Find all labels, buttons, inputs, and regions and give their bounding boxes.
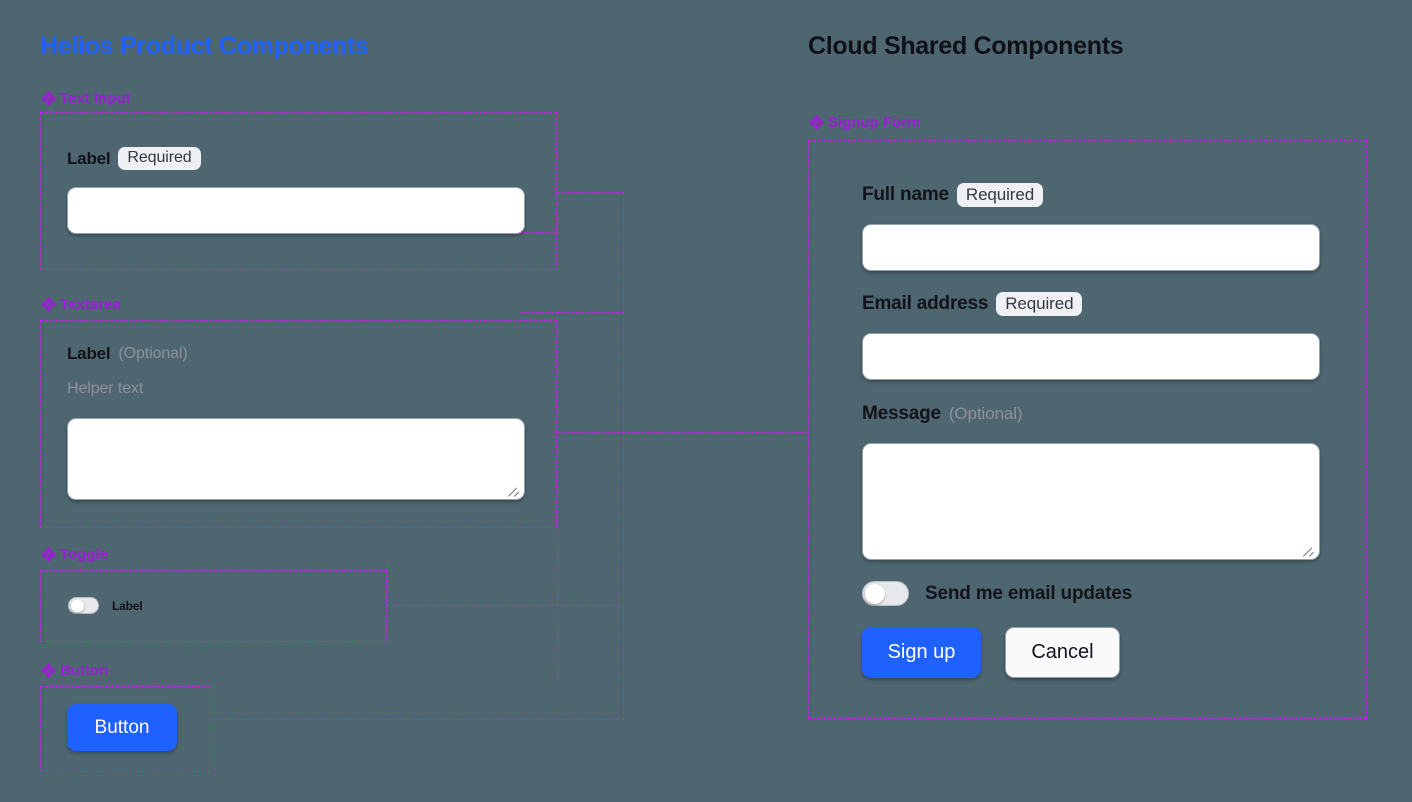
sign-up-button[interactable]: Sign up — [862, 627, 981, 678]
textarea-helper-text: Helper text — [67, 380, 144, 397]
toggle-knob — [70, 599, 84, 612]
email-updates-toggle[interactable]: Send me email updates — [862, 581, 1132, 606]
text-input-label: Label — [67, 148, 111, 168]
component-frame-textarea[interactable] — [40, 320, 557, 528]
message-textarea[interactable] — [862, 443, 1320, 560]
text-input-label-row: Label Required — [67, 147, 201, 170]
component-name-textarea[interactable]: Textarea — [40, 296, 121, 313]
connector-to-signup-form — [557, 432, 809, 433]
toggle-control[interactable]: Label — [68, 597, 143, 614]
full-name-label: Full name — [862, 184, 949, 205]
toggle-track[interactable] — [862, 581, 909, 606]
textarea-field[interactable] — [67, 418, 525, 500]
text-input-required-badge: Required — [118, 147, 201, 170]
message-optional-tag: (Optional) — [948, 404, 1023, 423]
component-name-label: Toggle — [60, 546, 109, 563]
full-name-required-badge: Required — [956, 183, 1044, 207]
component-name-signup-form[interactable]: Signup Form — [808, 114, 921, 131]
component-name-label: Text Input — [60, 90, 131, 107]
resize-grip-icon[interactable] — [508, 484, 521, 497]
email-address-label-row: Email address Required — [862, 292, 1083, 316]
panel-title-cloud: Cloud Shared Components — [808, 32, 1124, 60]
component-diamond-icon — [40, 296, 57, 313]
connector-textarea-vertical — [557, 312, 558, 680]
message-label: Message — [862, 403, 941, 424]
component-diamond-icon — [40, 662, 57, 679]
connector-trunk-vertical — [623, 192, 624, 720]
email-address-input[interactable] — [862, 333, 1320, 380]
textarea-optional-tag: (Optional) — [118, 345, 188, 362]
component-frame-text-input[interactable] — [40, 112, 557, 270]
component-frame-toggle[interactable] — [40, 570, 387, 642]
text-input-field[interactable] — [67, 187, 525, 234]
component-name-label: Button — [60, 662, 109, 679]
email-address-required-badge: Required — [996, 292, 1083, 316]
textarea-label: Label — [67, 344, 111, 363]
component-name-text-input[interactable]: Text Input — [40, 90, 131, 107]
component-diamond-icon — [808, 114, 825, 131]
component-frame-signup-form[interactable] — [808, 140, 1367, 719]
full-name-input[interactable] — [862, 224, 1320, 271]
toggle-label: Label — [112, 598, 143, 613]
cancel-button[interactable]: Cancel — [1005, 627, 1120, 678]
panel-title-helios: Helios Product Components — [40, 32, 369, 60]
component-name-label: Signup Form — [828, 114, 921, 131]
email-address-label: Email address — [862, 293, 989, 314]
email-updates-toggle-label: Send me email updates — [925, 582, 1132, 604]
component-name-button[interactable]: Button — [40, 662, 109, 679]
connector-text-input-top — [557, 192, 624, 193]
resize-grip-icon[interactable] — [1303, 544, 1316, 557]
connector-button — [209, 719, 624, 720]
component-name-label: Textarea — [60, 296, 121, 313]
toggle-knob — [865, 583, 885, 604]
connector-toggle-stub — [387, 564, 388, 606]
message-label-row: Message (Optional) — [862, 403, 1023, 425]
connector-textarea-top — [521, 312, 624, 313]
component-name-toggle[interactable]: Toggle — [40, 546, 109, 563]
component-frame-button[interactable] — [40, 686, 210, 772]
textarea-label-row: Label (Optional) — [67, 344, 188, 364]
component-diamond-icon — [40, 546, 57, 563]
full-name-label-row: Full name Required — [862, 183, 1044, 207]
connector-text-input-drop — [557, 192, 558, 232]
connector-toggle — [387, 605, 624, 606]
demo-button[interactable]: Button — [67, 704, 177, 751]
toggle-track[interactable] — [68, 597, 99, 614]
connector-text-input-stub — [521, 232, 558, 233]
component-diamond-icon — [40, 90, 57, 107]
